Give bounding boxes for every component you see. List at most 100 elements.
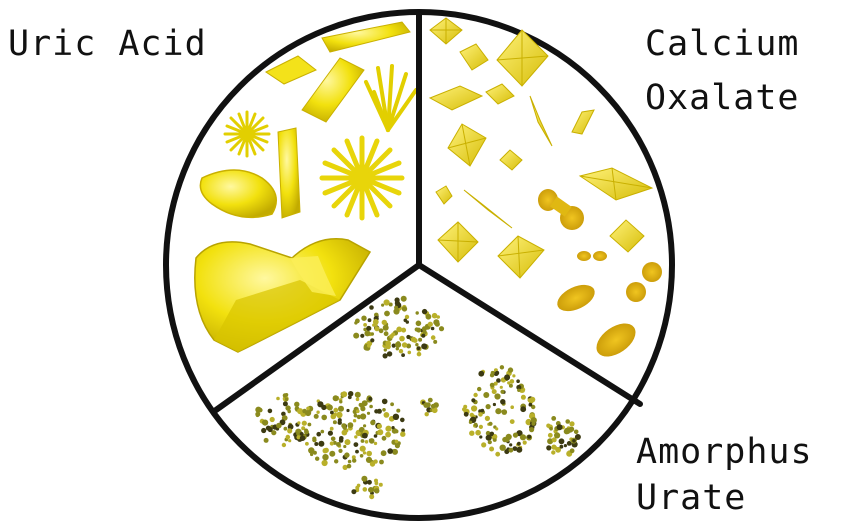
urate-granule	[401, 296, 407, 302]
urate-granule	[489, 447, 494, 452]
urate-granule	[565, 419, 570, 424]
urate-granule	[385, 432, 391, 438]
urate-granule	[433, 319, 439, 325]
urate-granule	[488, 422, 492, 426]
urate-granule	[330, 427, 334, 431]
urate-granule	[551, 416, 556, 421]
urate-granule	[402, 342, 407, 347]
urate-granule	[373, 459, 377, 463]
urate-granule	[333, 420, 337, 424]
urate-granule	[373, 319, 379, 325]
urate-granule	[368, 318, 372, 322]
urate-granule	[297, 421, 300, 424]
urate-granule	[374, 479, 378, 483]
urate-granule	[379, 460, 384, 465]
urate-granule	[423, 330, 427, 334]
urate-granule	[418, 338, 422, 342]
urate-granule	[286, 435, 291, 440]
urate-granule	[509, 448, 514, 453]
urate-granule	[481, 409, 484, 412]
label-calcium-oxalate-line2: Oxalate	[645, 78, 800, 118]
urate-granule	[316, 432, 321, 437]
urate-granule	[362, 433, 368, 439]
urate-granule	[475, 430, 481, 436]
urate-granule	[433, 340, 437, 344]
urate-granule	[431, 327, 435, 331]
urate-granule	[575, 434, 581, 440]
urate-granule	[396, 327, 402, 333]
urate-granule	[395, 342, 401, 348]
urate-granule	[512, 374, 515, 377]
urate-granule	[477, 387, 481, 391]
urate-granule	[352, 458, 356, 462]
urate-granule	[283, 393, 287, 397]
urate-granule	[527, 435, 531, 439]
urate-granule	[474, 423, 478, 427]
urate-granule	[520, 434, 526, 440]
urate-granule	[469, 431, 474, 436]
urate-granule	[426, 314, 432, 320]
urate-granule	[285, 405, 290, 410]
urate-granule	[381, 304, 384, 307]
urate-granule	[379, 328, 384, 333]
urate-granule	[374, 434, 378, 438]
urate-granule	[367, 412, 370, 415]
urate-granule	[493, 438, 497, 442]
urate-granule	[390, 402, 394, 406]
urate-granule	[493, 403, 496, 406]
urate-granule	[479, 435, 482, 438]
urate-granule	[369, 305, 374, 310]
urate-granule	[567, 441, 572, 446]
label-uric-acid: Uric Acid	[8, 24, 207, 64]
urate-granule	[492, 389, 497, 394]
urate-granule	[569, 421, 574, 426]
urate-granule	[379, 483, 383, 487]
urate-granule	[548, 433, 553, 438]
urate-granule	[564, 428, 570, 434]
urate-granule	[486, 435, 492, 441]
urate-granule	[338, 449, 342, 453]
urate-granule	[574, 430, 579, 435]
uric-rosette	[225, 112, 269, 156]
urate-granule	[339, 400, 342, 403]
urate-granule	[395, 429, 399, 433]
urate-granule	[491, 371, 495, 375]
urate-granule	[483, 392, 489, 398]
urate-granule	[426, 402, 431, 407]
urate-granule	[473, 393, 477, 397]
urate-granule	[294, 402, 299, 407]
urate-granule	[500, 399, 505, 404]
urate-granule	[308, 447, 314, 453]
urate-granule	[485, 416, 490, 421]
urate-granule	[471, 398, 475, 402]
urate-granule	[395, 443, 400, 448]
urate-granule	[387, 351, 392, 356]
urate-granule	[353, 419, 356, 422]
urate-granule	[330, 441, 334, 445]
urate-granule	[520, 406, 526, 412]
urate-granule	[431, 335, 436, 340]
urate-granule	[381, 450, 387, 456]
urate-granule	[402, 306, 407, 311]
urate-granule	[495, 408, 501, 414]
urate-granule	[395, 440, 399, 444]
urate-granule	[321, 415, 327, 421]
urate-granule	[276, 423, 282, 429]
urate-granule	[425, 412, 429, 416]
urate-granule	[370, 338, 374, 342]
urate-granule	[365, 440, 369, 444]
urate-granule	[392, 426, 395, 429]
urate-granule	[439, 326, 444, 331]
urate-granule	[328, 431, 333, 436]
urate-granule	[470, 413, 474, 417]
urate-granule	[495, 371, 499, 375]
urate-granule	[382, 399, 388, 405]
urate-granule	[322, 460, 328, 466]
label-amorphous-urate-line2: Urate	[636, 478, 746, 518]
urate-granule	[478, 412, 483, 417]
urate-granule	[564, 444, 567, 447]
urate-granule	[570, 448, 575, 453]
urate-granule	[367, 344, 371, 348]
urate-granule	[338, 406, 344, 412]
urate-granule	[560, 445, 564, 449]
